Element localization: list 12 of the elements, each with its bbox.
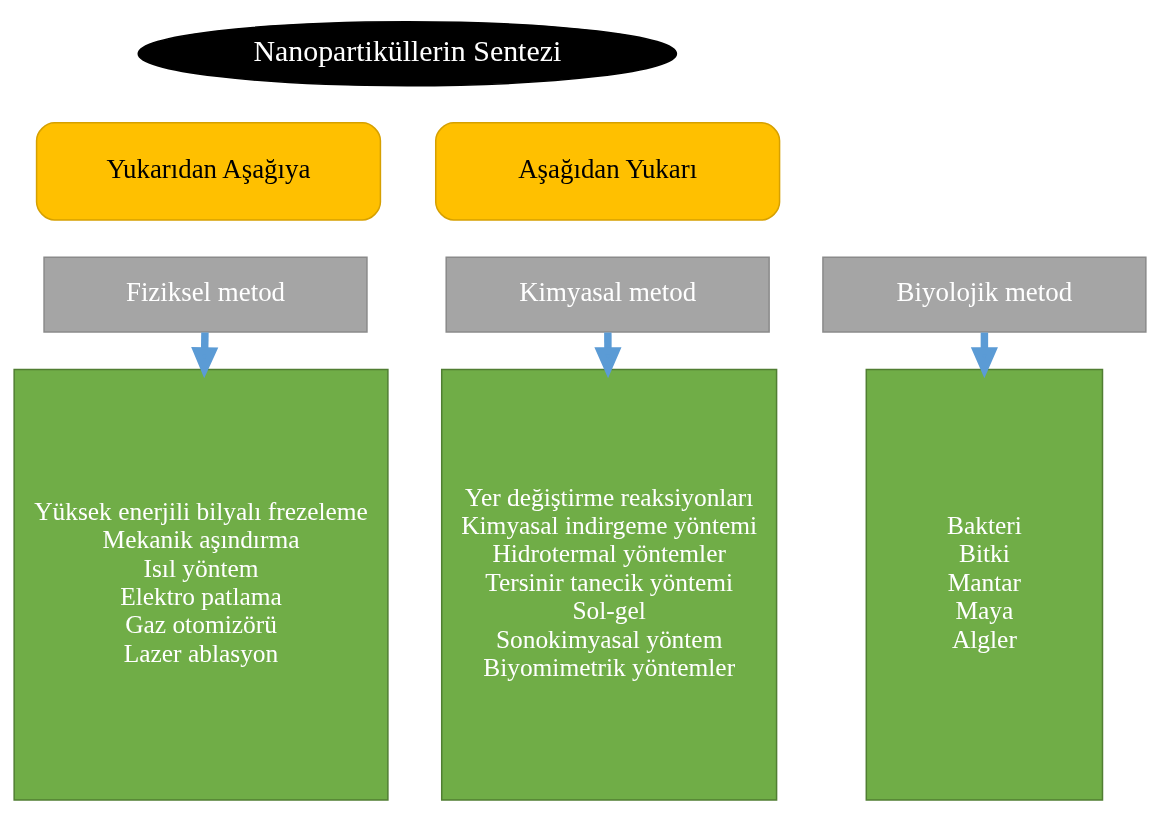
arrow [970,332,998,379]
arrow [594,332,622,379]
node-box: Bakteri Bitki Mantar Maya Algler [865,368,1104,801]
node-box: Yukarıdan Aşağıya [35,122,382,221]
node-ellipse: Nanopartiküllerin Sentezi [137,20,678,87]
node-box: Biyolojik metod [822,256,1147,333]
node-box: Yüksek enerjili bilyalı frezeleme Mekanik aşındırma Isıl yöntem Elektro patlama Gaz otomizörü Lazer ablasyon [13,368,389,801]
node-box: Aşağıdan Yukarı [435,122,781,221]
arrow [191,332,219,379]
node-box: Yer değiştirme reaksiyonları Kimyasal indirgeme yöntemi Hidrotermal yöntemler Tersinir tanecik yöntemi Sol-gel Sonokimyasal yöntem Biyomimetrik yöntemler [440,368,778,801]
node-box: Kimyasal metod [445,256,770,333]
node-box: Fiziksel metod [43,256,368,333]
